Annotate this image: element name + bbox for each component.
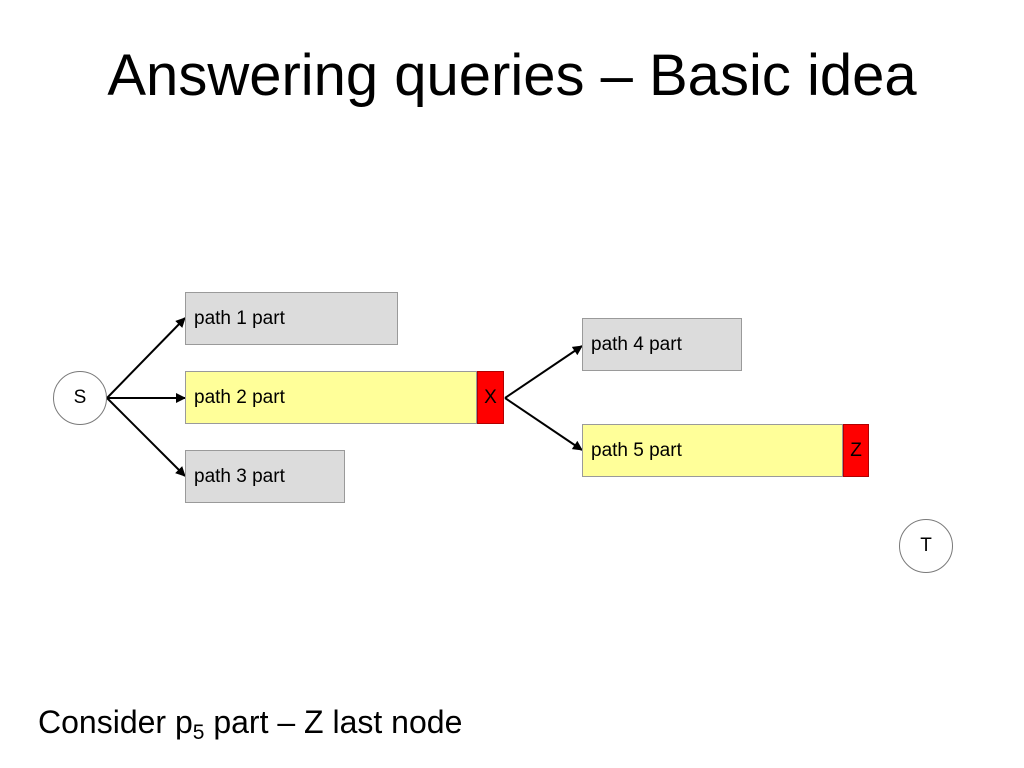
- edge-x-to-path-4: [504, 345, 583, 399]
- path-2-label: path 2 part: [194, 386, 285, 408]
- path-4-label: path 4 part: [591, 333, 682, 355]
- edge-s-to-path-1: [106, 317, 186, 399]
- slide-title: Answering queries – Basic idea: [107, 43, 917, 108]
- edge-x-to-path-5: [504, 397, 583, 451]
- slide-caption: Consider p5 part – Z last node: [38, 700, 462, 755]
- path-3-box: path 3 part: [185, 450, 345, 503]
- path-1-label: path 1 part: [194, 307, 285, 329]
- caption-suffix: part – Z last node: [204, 704, 463, 740]
- z-marker: Z: [843, 424, 869, 477]
- edge-s-to-path-3: [106, 397, 186, 477]
- target-node: T: [899, 519, 953, 573]
- path-4-box: path 4 part: [582, 318, 742, 371]
- path-3-label: path 3 part: [194, 465, 285, 487]
- path-1-box: path 1 part: [185, 292, 398, 345]
- caption-prefix: Consider p: [38, 704, 193, 740]
- x-marker: X: [477, 371, 504, 424]
- path-5-box: path 5 part: [582, 424, 843, 477]
- source-node: S: [53, 371, 107, 425]
- path-5-label: path 5 part: [591, 439, 682, 461]
- caption-subscript: 5: [192, 721, 205, 744]
- path-2-box: path 2 part: [185, 371, 477, 424]
